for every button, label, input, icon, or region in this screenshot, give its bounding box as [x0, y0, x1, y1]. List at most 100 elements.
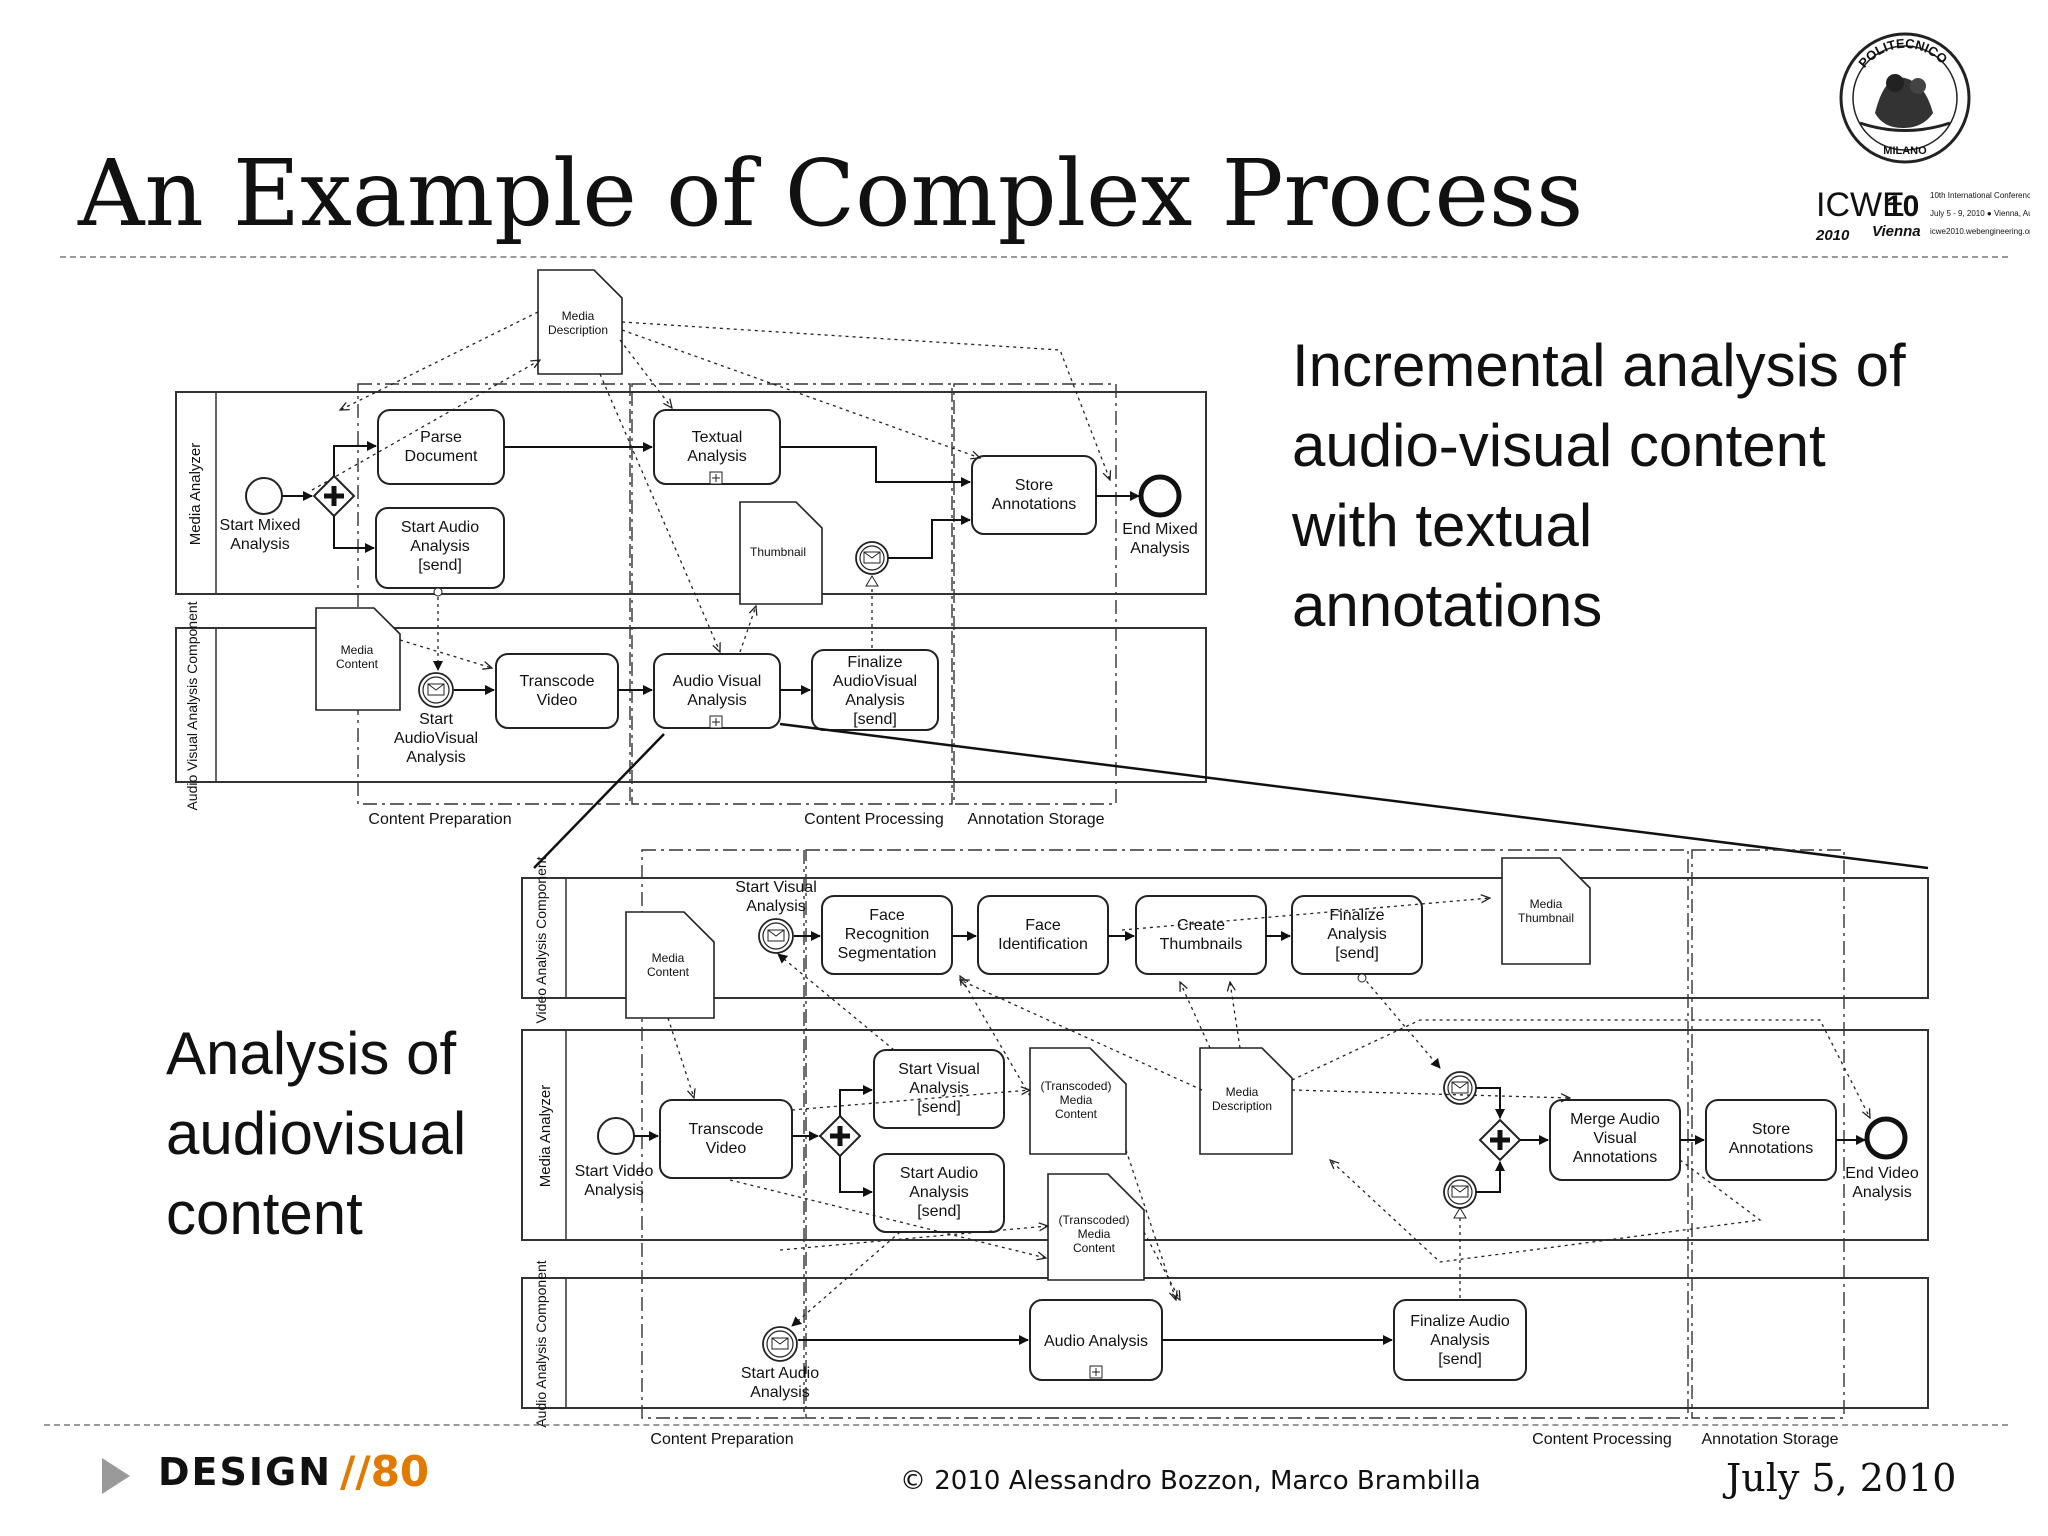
- task-label: Analysis: [1430, 1332, 1490, 1349]
- event-label: Analysis: [746, 898, 806, 915]
- bottom-phase-preparation: [641, 849, 805, 1419]
- event-label: Start Video: [575, 1163, 654, 1180]
- doc-label: Media: [1060, 1093, 1093, 1107]
- task-label: Identification: [998, 936, 1088, 953]
- task-label: [send]: [1335, 945, 1379, 962]
- task-label: AudioVisual: [833, 673, 917, 690]
- right-text-line: audio-visual content: [1292, 412, 1826, 479]
- doc-label: Content: [1055, 1107, 1098, 1121]
- top-data-associations: [311, 311, 1110, 668]
- start-audio-analysis-event: [762, 1326, 798, 1362]
- doc-label: Media: [341, 643, 374, 657]
- task-label: Segmentation: [838, 945, 937, 962]
- top-lane-label: Audio Visual Analysis Component: [184, 601, 200, 810]
- start-mixed-analysis-event: [245, 477, 283, 515]
- doc-media-description: [537, 269, 623, 375]
- top-phase-storage: [953, 383, 1117, 805]
- task-label: Parse: [420, 429, 462, 446]
- event-label: Analysis: [406, 749, 466, 766]
- task-label: Finalize: [847, 654, 902, 671]
- conf-line-1: 10th International Conference on Web Eng…: [1930, 191, 2030, 200]
- task-label: Video: [537, 692, 578, 709]
- conf-number: 10: [1886, 190, 1919, 223]
- university-logo: POLITECNICO MILANO ICWE 10 2010 Vienna 1…: [1815, 32, 2030, 244]
- politecnico-seal: POLITECNICO MILANO: [1839, 32, 1971, 164]
- task-parse-document: [377, 409, 505, 485]
- top-phase-preparation: [357, 383, 631, 805]
- task-create-thumbnails: [1135, 895, 1267, 975]
- end-video-analysis-event: [1864, 1116, 1908, 1160]
- bottom-phase-label: Content Processing: [1532, 1431, 1672, 1448]
- task-label: Thumbnails: [1160, 936, 1243, 953]
- task-label: Merge Audio: [1570, 1111, 1660, 1128]
- top-phase-label: Content Processing: [804, 811, 944, 828]
- bottom-lane-media-analyzer: [521, 1029, 1929, 1241]
- task-label: Finalize: [1329, 907, 1384, 924]
- task-label: Audio Visual: [673, 673, 762, 690]
- top-lane-av-component: [175, 627, 1207, 783]
- footer-copyright: © 2010 Alessandro Bozzon, Marco Brambill…: [900, 1466, 1481, 1496]
- message-catch-event-visual: [1443, 1071, 1477, 1105]
- task-label: [send]: [853, 711, 897, 728]
- task-label: Store: [1752, 1121, 1790, 1138]
- doc-label: Description: [1212, 1099, 1272, 1113]
- icwe-conference-logo: ICWE 10 2010 Vienna 10th International C…: [1815, 186, 2030, 244]
- right-description: Incremental analysis of audio-visual con…: [1292, 326, 1906, 646]
- conf-year: 2010: [1815, 227, 1850, 244]
- task-label: Face: [869, 907, 905, 924]
- task-label: Start Audio: [900, 1165, 978, 1182]
- end-mixed-analysis-event: [1138, 474, 1182, 518]
- parallel-gateway-split: [818, 1114, 862, 1158]
- event-label: Analysis: [584, 1182, 644, 1199]
- doc-label: (Transcoded): [1041, 1079, 1112, 1093]
- bottom-lane-label: Video Analysis Component: [533, 856, 549, 1023]
- right-text-line: annotations: [1292, 572, 1603, 639]
- conf-city: Vienna: [1872, 223, 1921, 240]
- task-label: [send]: [1438, 1351, 1482, 1368]
- doc-label: Thumbnail: [1518, 911, 1574, 925]
- zoom-connector-right: [779, 722, 1929, 870]
- seal-bottom-text: MILANO: [1883, 145, 1927, 157]
- task-label: Annotations: [992, 496, 1077, 513]
- task-transcode-video-bottom: [659, 1099, 793, 1179]
- left-text-line: Analysis of: [166, 1020, 457, 1087]
- doc-label: Content: [647, 965, 690, 979]
- task-label: Visual: [1593, 1130, 1636, 1147]
- doc-media-thumbnail: [1501, 857, 1591, 965]
- task-label: Document: [405, 448, 478, 465]
- bottom-message-flows: [777, 953, 1467, 1327]
- task-label: Video: [706, 1140, 747, 1157]
- task-label: Analysis: [687, 448, 747, 465]
- task-label: Start Visual: [898, 1061, 980, 1078]
- parallel-gateway: [312, 474, 356, 518]
- task-label: [send]: [917, 1099, 961, 1116]
- footer-divider: [44, 1424, 2008, 1426]
- task-store-annotations: [971, 455, 1097, 535]
- doc-media-content: [315, 607, 401, 711]
- doc-label: Thumbnail: [750, 545, 806, 559]
- event-label: Analysis: [750, 1384, 810, 1401]
- doc-media-content-bottom: [625, 911, 715, 1019]
- start-video-analysis-event: [597, 1117, 635, 1155]
- bottom-phase-storage: [1691, 849, 1845, 1419]
- task-label: Transcode: [520, 673, 595, 690]
- bottom-lane-video: [521, 877, 1929, 999]
- doc-label: Content: [336, 657, 379, 671]
- footer-section: DESIGN: [158, 1450, 333, 1494]
- bottom-phase-label: Annotation Storage: [1702, 1431, 1839, 1448]
- bottom-data-associations: [667, 898, 1870, 1300]
- title-divider: [60, 256, 2008, 258]
- task-label: Analysis: [410, 538, 470, 555]
- task-label: Analysis: [1327, 926, 1387, 943]
- bottom-phase-processing: [805, 849, 1689, 1419]
- task-label: Analysis: [687, 692, 747, 709]
- event-label: Start Audio: [741, 1365, 819, 1382]
- task-label: Analysis: [909, 1184, 969, 1201]
- footer-arrow-icon: [102, 1458, 130, 1494]
- start-visual-analysis-event: [758, 918, 794, 954]
- task-label: Store: [1015, 477, 1053, 494]
- task-label: Analysis: [845, 692, 905, 709]
- top-phase-processing: [631, 383, 953, 805]
- footer-date: July 5, 2010: [1726, 1456, 1957, 1500]
